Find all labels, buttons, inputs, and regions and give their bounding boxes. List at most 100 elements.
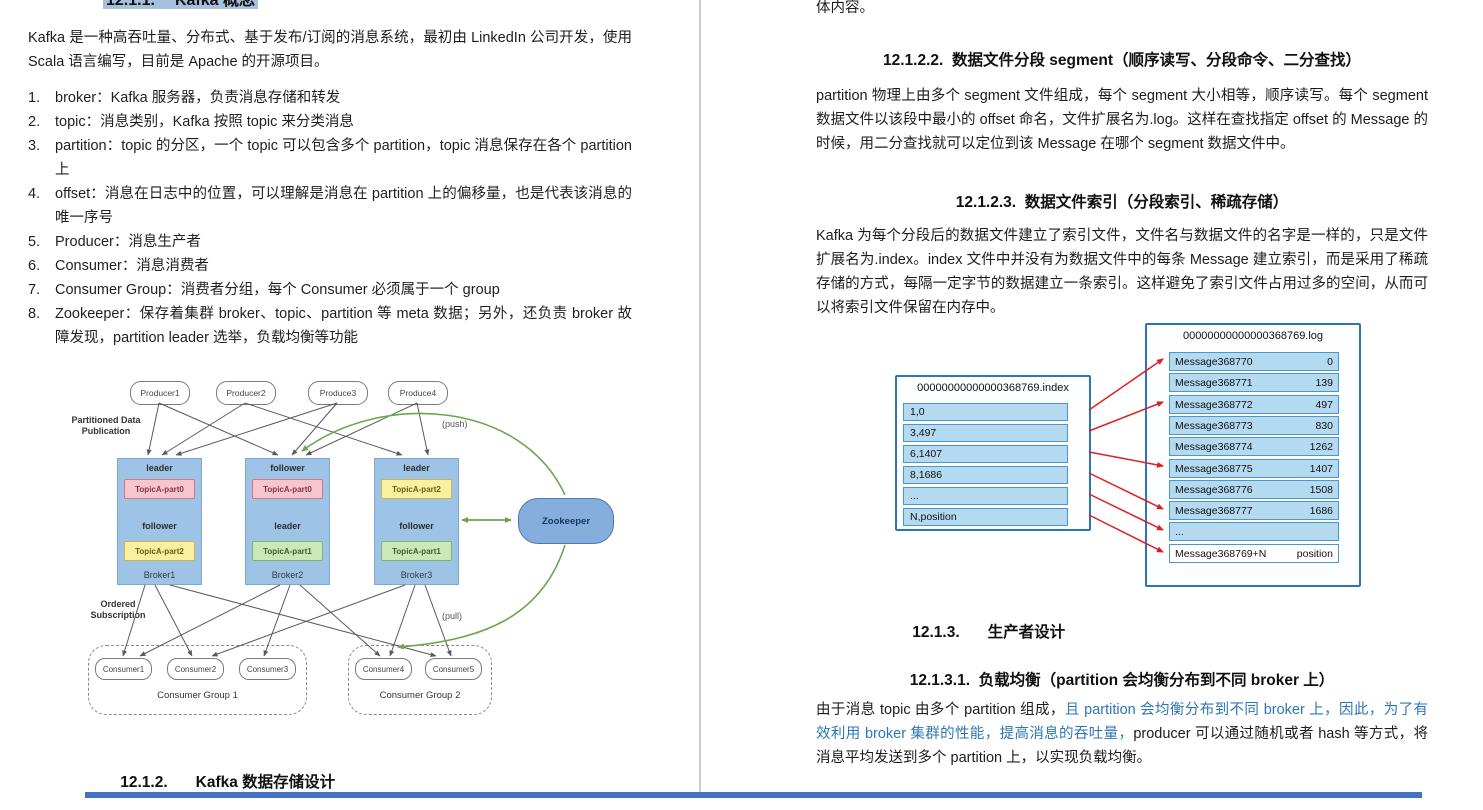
heading-title: Kafka 概念	[174, 0, 255, 9]
pull-label: (pull)	[442, 611, 463, 621]
list-item: 1.broker：Kafka 服务器，负责消息存储和转发	[28, 86, 632, 110]
intro-paragraph: Kafka 是一种高吞吐量、分布式、基于发布/订阅的消息系统，最初由 Linke…	[28, 30, 632, 70]
role-label: leader	[274, 521, 301, 531]
producer-box: Produce4	[388, 381, 448, 405]
role-label: leader	[146, 463, 173, 473]
list-text: Consumer：消息消费者	[55, 258, 209, 274]
topic-partition: TopicA-part1	[381, 541, 452, 561]
consumer-group-label: Consumer Group 1	[157, 690, 238, 701]
message-name: Message368773	[1175, 419, 1253, 432]
zookeeper-arrows	[301, 412, 566, 650]
partitioned-data-label: Partitioned Data Publication	[71, 415, 141, 436]
zookeeper-node: Zookeeper	[518, 498, 614, 544]
log-row: Message368776 1508	[1169, 480, 1339, 499]
log-row: Message368770 0	[1169, 352, 1339, 371]
message-offset: position	[1296, 547, 1333, 560]
topic-partition: TopicA-part0	[124, 479, 195, 499]
broker-box: leader TopicA-part0 follower TopicA-part…	[117, 458, 202, 585]
heading-title: 生产者设计	[987, 624, 1066, 641]
ordered-subscription-label: Ordered Subscription	[90, 599, 146, 620]
message-offset: 830	[1315, 419, 1333, 432]
index-row-ellipsis: ...	[903, 487, 1068, 505]
log-row: Message368772 497	[1169, 395, 1339, 414]
role-label: leader	[403, 463, 430, 473]
consumer-box: Consumer5	[425, 658, 482, 680]
message-offset: 497	[1315, 398, 1333, 411]
broker-name: Broker2	[271, 570, 304, 580]
list-text: Producer：消息生产者	[55, 234, 201, 250]
log-row: Message368769+N position	[1169, 544, 1339, 563]
kafka-architecture-diagram: Producer1 Producer2 Produce3 Produce4 Pa…	[50, 373, 635, 728]
index-to-log-arrows	[1088, 358, 1164, 553]
producer-box: Produce3	[308, 381, 368, 405]
list-text: topic：消息类别，Kafka 按照 topic 来分类消息	[55, 114, 354, 130]
balance-text-1: 由于消息 topic 由多个 partition 组成，	[816, 702, 1065, 718]
heading-number: 12.1.1.	[106, 0, 155, 9]
list-item: 6.Consumer：消息消费者	[28, 254, 632, 278]
producer-broker-arrows	[146, 402, 430, 456]
topic-partition: TopicA-part2	[381, 479, 452, 499]
balance-text-2: producer 可以通过随机或者 hash 等方式，将消息平均发送到多个 pa…	[816, 726, 1428, 766]
broker-box: follower TopicA-part0 leader TopicA-part…	[245, 458, 330, 585]
consumer-group-label: Consumer Group 2	[379, 690, 461, 701]
list-item: 8. Zookeeper：保存着集群 broker、topic、partition…	[28, 302, 632, 350]
paragraph-index: Kafka 为每个分段后的数据文件建立了索引文件，文件名与数据文件的名字是一样的…	[816, 228, 1428, 316]
log-file-title: 00000000000000368769.log	[1182, 330, 1324, 342]
balance-text-highlighted: 且 partition 会均衡分布到不同 broker 上，因此，为了有效利用 …	[816, 702, 1428, 742]
producer-box: Producer1	[130, 381, 190, 405]
heading-index: 12.1.2.3. 数据文件索引（分段索引、稀疏存储）	[955, 194, 1289, 211]
list-item: 5. Producer：消息生产者	[28, 230, 632, 254]
heading-number: 12.1.3.	[912, 624, 960, 641]
list-text: offset：消息在日志中的位置，可以理解是消息在 partition 上的偏移…	[55, 186, 632, 226]
paragraph-load-balance: 由于消息 topic 由多个 partition 组成，且 partition …	[816, 698, 1428, 770]
consumer-group-box: Consumer Group 1	[88, 645, 307, 715]
index-row: 6,1407	[903, 445, 1068, 463]
page-divider	[699, 0, 701, 792]
message-offset: 1508	[1309, 483, 1333, 496]
message-name: Message368776	[1175, 483, 1253, 496]
broker-consumer-arrows	[122, 584, 452, 657]
list-number: 8.	[28, 306, 41, 322]
broker-name: Broker3	[400, 570, 433, 580]
list-number: 4.	[28, 186, 41, 202]
consumer-box: Consumer3	[239, 658, 296, 680]
index-row: 1,0	[903, 403, 1068, 421]
message-offset: 0	[1327, 355, 1333, 368]
topic-partition: TopicA-part0	[252, 479, 323, 499]
index-file-box: 00000000000000368769.index 1,0 3,497 6,1…	[895, 375, 1091, 531]
clipped-heading-kafka-concept: 12.1.1. Kafka 概念	[103, 0, 258, 10]
message-name: Message368774	[1175, 440, 1253, 453]
list-number: 5.	[28, 234, 41, 250]
broker-name: Broker1	[143, 570, 176, 580]
consumer-box: Consumer1	[95, 658, 152, 680]
heading-number: 12.1.2.	[120, 774, 168, 791]
role-label: follower	[270, 463, 305, 473]
heading-producer-design: 12.1.3. 生产者设计	[895, 602, 1065, 660]
list-text: Zookeeper：保存着集群 broker、topic、partition 等…	[55, 306, 632, 346]
consumer-box: Consumer2	[167, 658, 224, 680]
message-name: Message368769+N	[1175, 547, 1267, 560]
message-name: Message368770	[1175, 355, 1253, 368]
topic-partition: TopicA-part2	[124, 541, 195, 561]
push-label: (push)	[442, 419, 468, 429]
index-row: 3,497	[903, 424, 1068, 442]
topic-partition: TopicA-part1	[252, 541, 323, 561]
message-name: Message368771	[1175, 376, 1253, 389]
section-heading-data-storage: 12.1.2.Kafka 数据存储设计	[103, 752, 335, 810]
index-row: 8,1686	[903, 466, 1068, 484]
right-page: 体内容。 12.1.2.2. 数据文件分段 segment（顺序读写、分段命令、…	[700, 0, 1483, 804]
index-log-arrows-layer	[1088, 358, 1164, 553]
message-name: Message368772	[1175, 398, 1253, 411]
list-item: 7.Consumer Group：消费者分组，每个 Consumer 必须属于一…	[28, 278, 632, 302]
list-item: 2.topic：消息类别，Kafka 按照 topic 来分类消息	[28, 110, 632, 134]
broker-box: leader TopicA-part2 follower TopicA-part…	[374, 458, 459, 585]
kafka-term-list: 1.broker：Kafka 服务器，负责消息存储和转发 2.topic：消息类…	[28, 86, 632, 350]
list-text: partition：topic 的分区，一个 topic 可以包含多个 part…	[55, 138, 632, 178]
list-text: Consumer Group：消费者分组，每个 Consumer 必须属于一个 …	[55, 282, 500, 298]
role-label: follower	[399, 521, 434, 531]
